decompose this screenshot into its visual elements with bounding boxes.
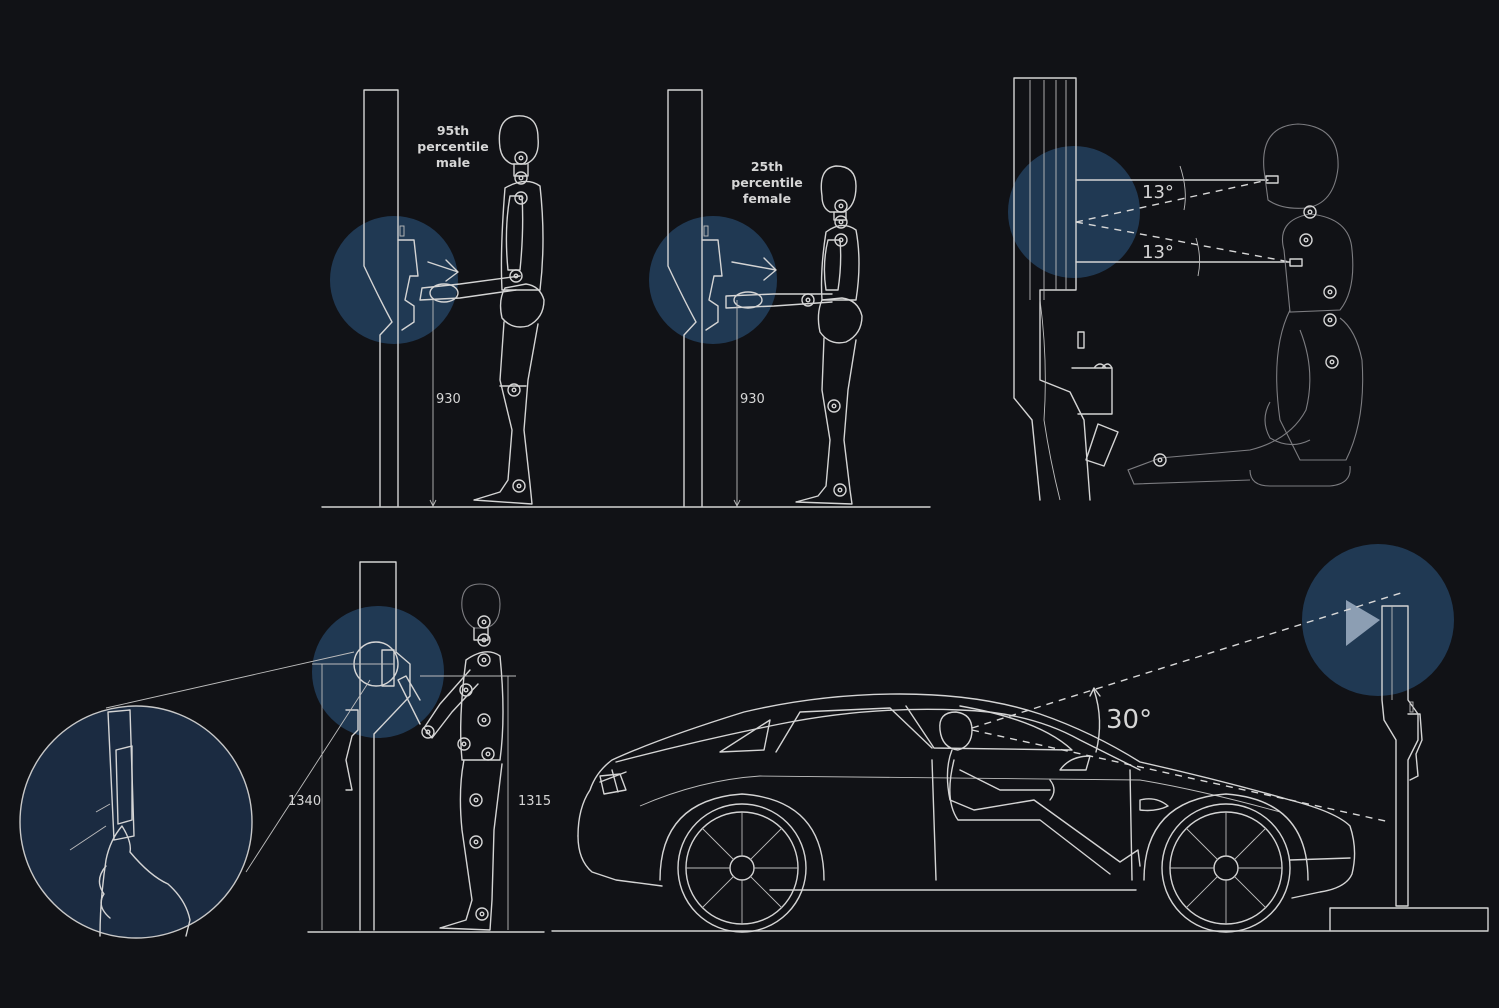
curb <box>1329 907 1489 931</box>
charger-post <box>667 89 703 507</box>
zoom-callout <box>19 651 371 939</box>
charger-post-side <box>1013 77 1091 501</box>
figure-25th-female: 25th percentile female 930 <box>321 89 931 508</box>
car <box>577 693 1356 933</box>
female-label-3: female <box>743 191 791 206</box>
charger-post <box>363 89 399 507</box>
figure-95th-male: 95th percentile male 930 <box>330 89 545 508</box>
figure-viewing-angles: 13° 13° <box>1008 77 1364 501</box>
highlight-circle <box>1008 146 1140 278</box>
card-reader <box>701 239 723 331</box>
dim-1315: 1315 <box>518 794 551 809</box>
charger-post <box>359 561 411 931</box>
mannequin-reference <box>1127 123 1364 487</box>
angle-top-label: 13° <box>1142 182 1174 203</box>
figure-card-tap: 1340 1315 <box>19 561 551 939</box>
direction-arrow <box>427 259 459 282</box>
direction-arrow <box>731 257 777 281</box>
male-label-1: 95th <box>437 123 469 138</box>
female-label-1: 25th <box>751 159 783 174</box>
play-triangle <box>1346 600 1380 646</box>
mannequin-male <box>419 115 545 505</box>
highlight-circle <box>330 216 458 344</box>
angle-bottom-label: 13° <box>1142 242 1174 263</box>
driver <box>939 711 1141 875</box>
angle-30-label: 30° <box>1106 705 1152 735</box>
dim-1340: 1340 <box>288 794 321 809</box>
card-reader <box>397 239 419 331</box>
charger-kiosk <box>1381 605 1423 907</box>
mannequin-card-tap <box>397 583 504 931</box>
mannequin-female <box>725 165 863 505</box>
highlight-circle <box>312 606 444 738</box>
figure-car-sightline: 30° <box>551 544 1489 933</box>
male-label-2: percentile <box>417 139 488 154</box>
female-height-dim: 930 <box>740 392 765 407</box>
male-label-3: male <box>436 155 470 170</box>
female-label-2: percentile <box>731 175 802 190</box>
male-height-dim: 930 <box>436 392 461 407</box>
